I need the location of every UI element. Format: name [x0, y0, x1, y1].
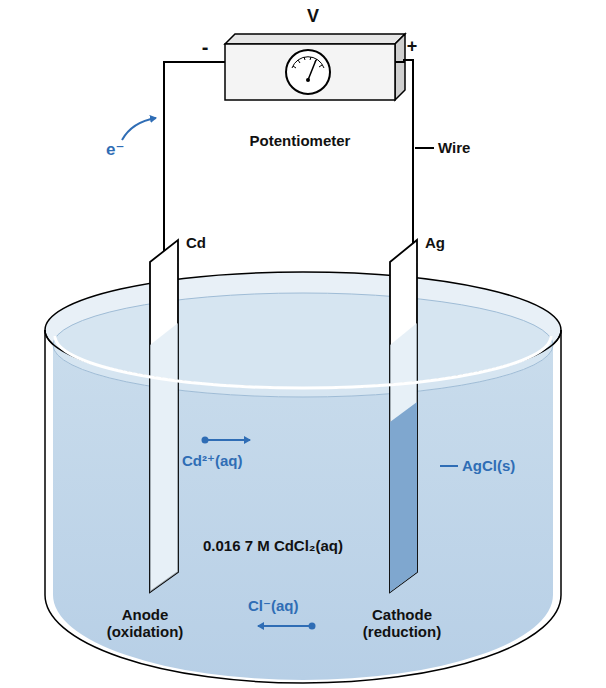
silver-electrode — [390, 240, 417, 592]
potentiometer — [225, 34, 405, 100]
solution-surface — [53, 293, 553, 397]
ion-label: Cl⁻(aq) — [248, 597, 298, 614]
electrode-role-label: Anode (oxidation) — [90, 606, 200, 641]
electrode-label: Ag — [425, 234, 445, 251]
agcl-coating — [390, 402, 417, 592]
compound-label: AgCl(s) — [462, 457, 515, 474]
ion-label: Cd²⁺(aq) — [182, 452, 242, 469]
electron-label: e⁻ — [106, 140, 124, 160]
electron-arrow — [122, 118, 156, 140]
ion-arrow — [205, 439, 250, 441]
electrode-role-label: Cathode (reduction) — [347, 606, 457, 641]
polarity-sign: + — [407, 36, 418, 57]
part-label: Potentiometer — [250, 132, 351, 149]
beaker — [45, 330, 561, 683]
electrode-label: Cd — [186, 234, 206, 251]
ion-arrow — [258, 625, 312, 627]
meter-symbol: V — [307, 6, 319, 27]
wire — [395, 60, 413, 250]
leader-line — [415, 147, 434, 149]
polarity-sign: - — [202, 36, 209, 59]
solution-label: 0.016 7 M CdCl₂(aq) — [203, 537, 343, 554]
part-label: Wire — [438, 139, 470, 156]
cadmium-electrode — [150, 240, 178, 592]
leader-line — [440, 465, 458, 467]
wire — [164, 62, 225, 252]
